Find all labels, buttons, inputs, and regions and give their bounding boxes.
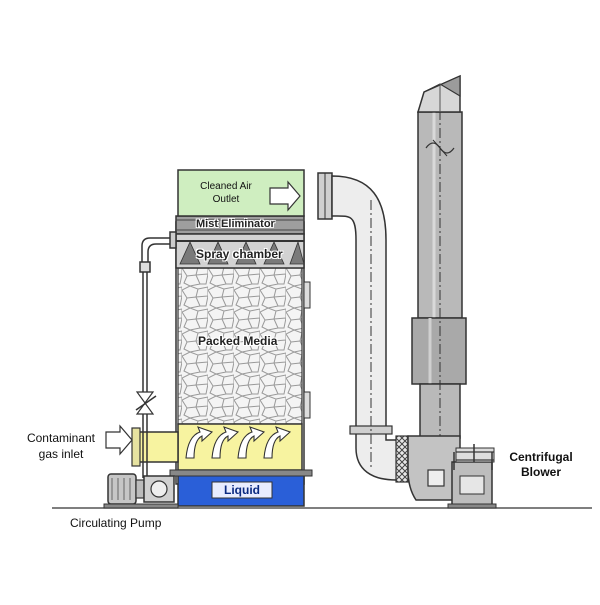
liquid-label: Liquid bbox=[224, 483, 260, 497]
inlet-arrow-icon bbox=[105, 424, 133, 456]
cleaned-air-outlet-label: Cleaned Air Outlet bbox=[200, 181, 252, 205]
packed-media-bed bbox=[177, 267, 303, 425]
mist-eliminator-label: Mist Eliminator bbox=[196, 218, 275, 230]
centrifugal-blower-unit bbox=[395, 435, 497, 509]
circulating-pump-unit bbox=[103, 473, 179, 509]
recirculation-pipe bbox=[139, 231, 177, 478]
valve-icon bbox=[135, 391, 157, 415]
spray-nozzles bbox=[179, 240, 305, 265]
outlet-arrow-icon bbox=[269, 180, 301, 212]
spray-chamber-label: Spray chamber bbox=[196, 247, 283, 261]
contaminant-gas-inlet-label: Contaminant gas inlet bbox=[26, 431, 96, 461]
centrifugal-blower-label: Centrifugal Blower bbox=[509, 450, 573, 479]
circulating-pump-label: Circulating Pump bbox=[70, 516, 162, 530]
packed-media-label: Packed Media bbox=[198, 334, 278, 348]
exhaust-stack bbox=[411, 110, 467, 470]
scrubber-tower bbox=[175, 221, 311, 485]
duct-pipe bbox=[317, 172, 403, 481]
upflow-arrows bbox=[185, 426, 292, 459]
stack-rain-cap bbox=[416, 74, 461, 113]
